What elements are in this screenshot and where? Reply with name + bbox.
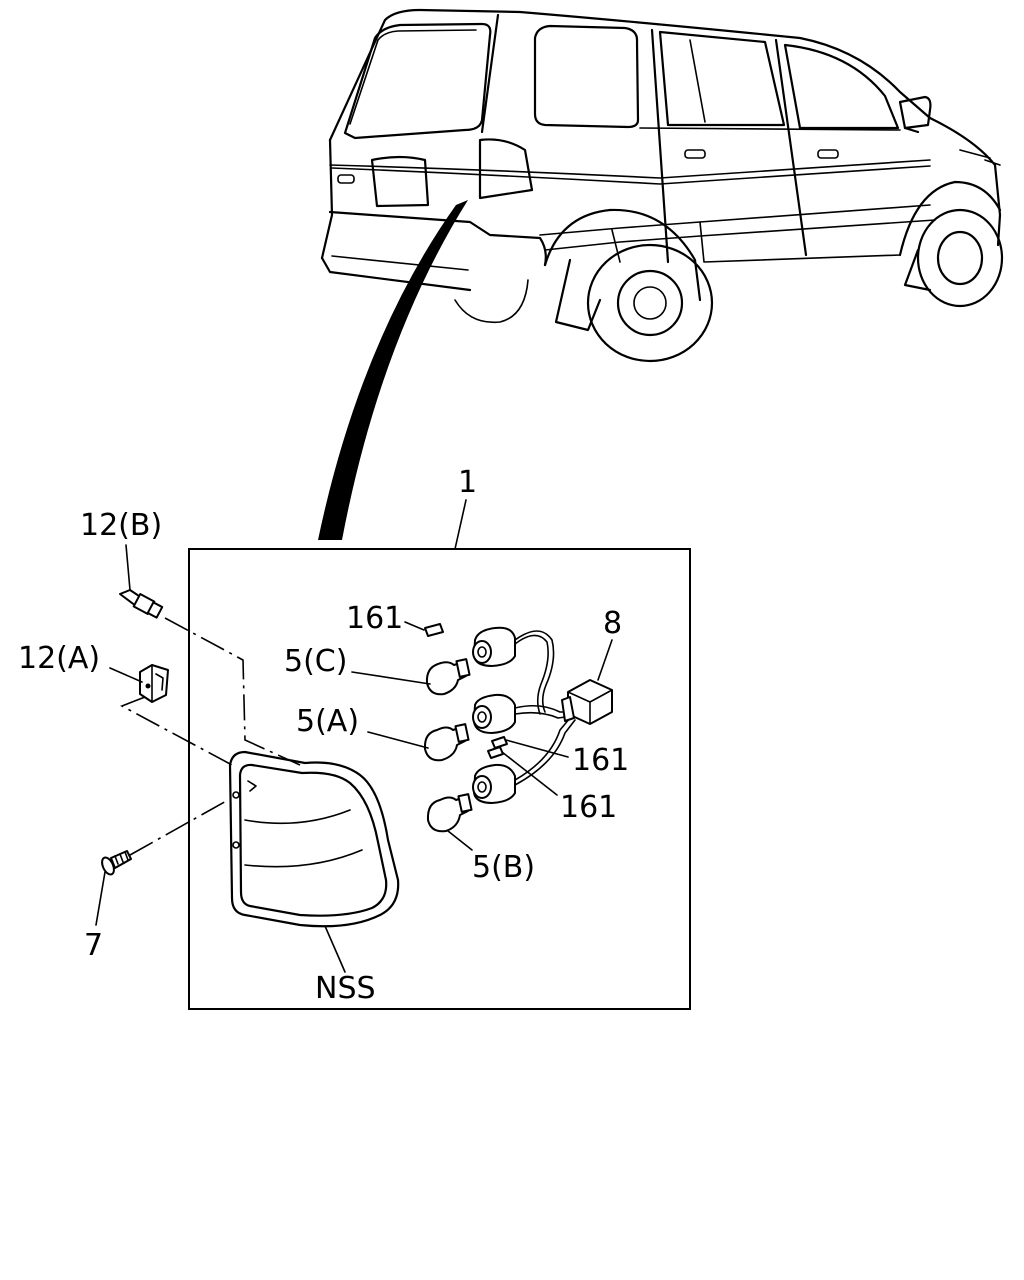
vehicle-illustration <box>320 8 1004 363</box>
label-5b: 5(B) <box>472 850 535 885</box>
bulb-5c <box>425 658 471 696</box>
curved-callout-arrow <box>318 200 468 540</box>
socket-upper <box>472 626 516 667</box>
bolt-12b <box>119 589 164 619</box>
label-5c: 5(C) <box>284 644 347 679</box>
clip-161-top <box>424 623 444 637</box>
clip-nut-12a <box>139 664 169 703</box>
connector-8 <box>561 679 613 725</box>
clip-161-mid <box>491 736 508 749</box>
bulb-5b <box>426 793 473 833</box>
clip-161-low <box>487 746 504 759</box>
bulb-5a <box>423 723 470 762</box>
lamp-lens <box>228 750 400 928</box>
label-12a: 12(A) <box>18 641 100 676</box>
socket-middle <box>472 693 516 734</box>
label-nss: NSS <box>315 971 376 1006</box>
assembly-box <box>188 548 691 1010</box>
label-12b: 12(B) <box>80 508 162 543</box>
label-7: 7 <box>84 928 103 963</box>
label-5a: 5(A) <box>296 704 359 739</box>
screw-7 <box>101 850 132 876</box>
label-161-mid: 161 <box>572 743 629 778</box>
label-161-low: 161 <box>560 790 617 825</box>
label-8: 8 <box>603 606 622 641</box>
label-161-top: 161 <box>346 601 403 636</box>
wire-harness <box>514 630 576 786</box>
socket-lower <box>472 763 516 804</box>
label-assembly: 1 <box>458 465 477 500</box>
